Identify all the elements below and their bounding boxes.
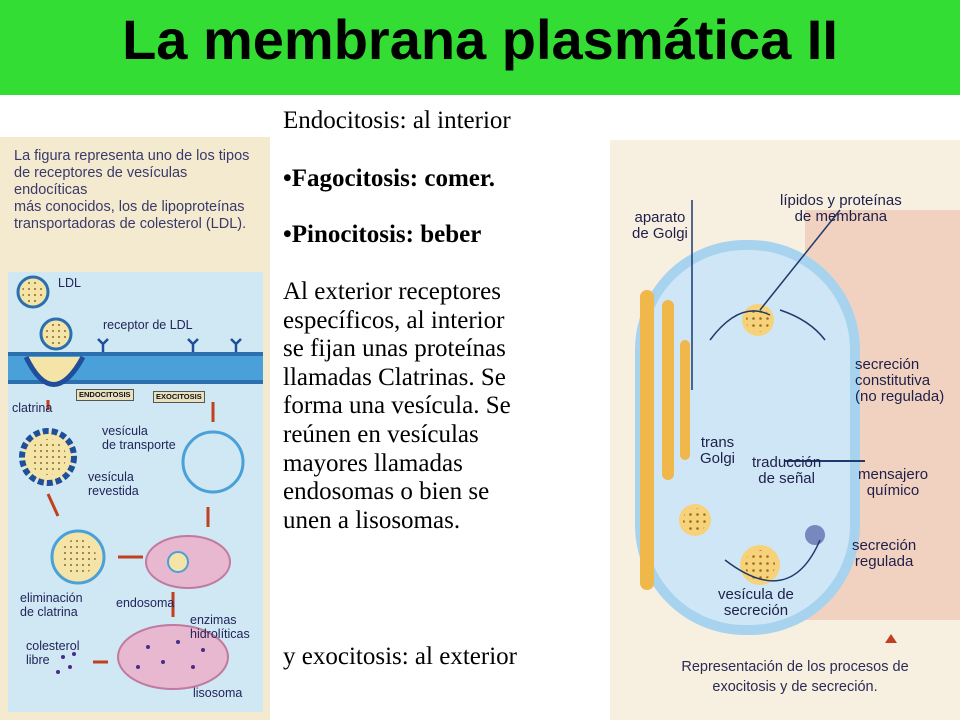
left-figure-caption: La figura representa uno de los tipos de…: [14, 148, 262, 233]
explanation-paragraph: Al exterior receptores específicos, al i…: [283, 278, 511, 534]
label-ldl: LDL: [58, 276, 81, 290]
exocytosis-diagram: [635, 200, 960, 635]
caption-line: más conocidos, los de lipoproteínas: [14, 199, 245, 215]
right-figure-caption: Representación de los procesos de exocit…: [681, 659, 909, 695]
label-vesicula-revestida: vesícula revestida: [88, 470, 139, 498]
label-receptor-ldl: receptor de LDL: [103, 318, 193, 332]
label-aparato-golgi: aparato de Golgi: [632, 209, 688, 242]
title-bar: [0, 0, 960, 95]
endocytosis-diagram: [8, 272, 263, 712]
label-endosoma: endosoma: [116, 596, 175, 610]
label-vesicula-transporte: vesícula de transporte: [102, 424, 176, 452]
label-traduccion-senal: traducción de señal: [752, 454, 822, 487]
endocitosis-heading: Endocitosis: al interior: [283, 107, 511, 134]
label-exocitosis: EXOCITOSIS: [153, 391, 205, 403]
label-clatrina: clatrina: [12, 401, 53, 415]
bullet-pinocitosis: •Pinocitosis: beber: [283, 221, 482, 248]
label-mensajero-quimico: mensajero químico: [858, 466, 929, 499]
triangle-marker-icon: [885, 634, 897, 643]
label-endocitosis: ENDOCITOSIS: [76, 389, 134, 401]
label-eliminacion-clatrina: eliminación de clatrina: [20, 591, 83, 619]
exocitosis-line: y exocitosis: al exterior: [283, 643, 517, 670]
label-trans-golgi: trans Golgi: [700, 434, 736, 467]
label-secrecion-constitutiva: secreción constitutiva (no regulada): [855, 356, 945, 405]
caption-line: de receptores de vesículas endocíticas: [14, 165, 188, 198]
label-vesicula-secrecion: vesícula de secreción: [718, 586, 794, 619]
label-secrecion-regulada: secreción regulada: [852, 537, 917, 570]
caption-line: transportadoras de colesterol (LDL).: [14, 216, 247, 232]
bullet-fagocitosis: •Fagocitosis: comer.: [283, 165, 495, 192]
label-lipidos-proteinas: lípidos y proteínas de membrana: [780, 192, 902, 225]
label-lisosoma: lisosoma: [193, 686, 243, 700]
caption-line: La figura representa uno de los tipos: [14, 148, 250, 164]
label-enzimas: enzimas hidrolíticas: [190, 613, 250, 641]
page-title: La membrana plasmática II: [122, 8, 838, 71]
label-colesterol: colesterol libre: [26, 639, 80, 667]
